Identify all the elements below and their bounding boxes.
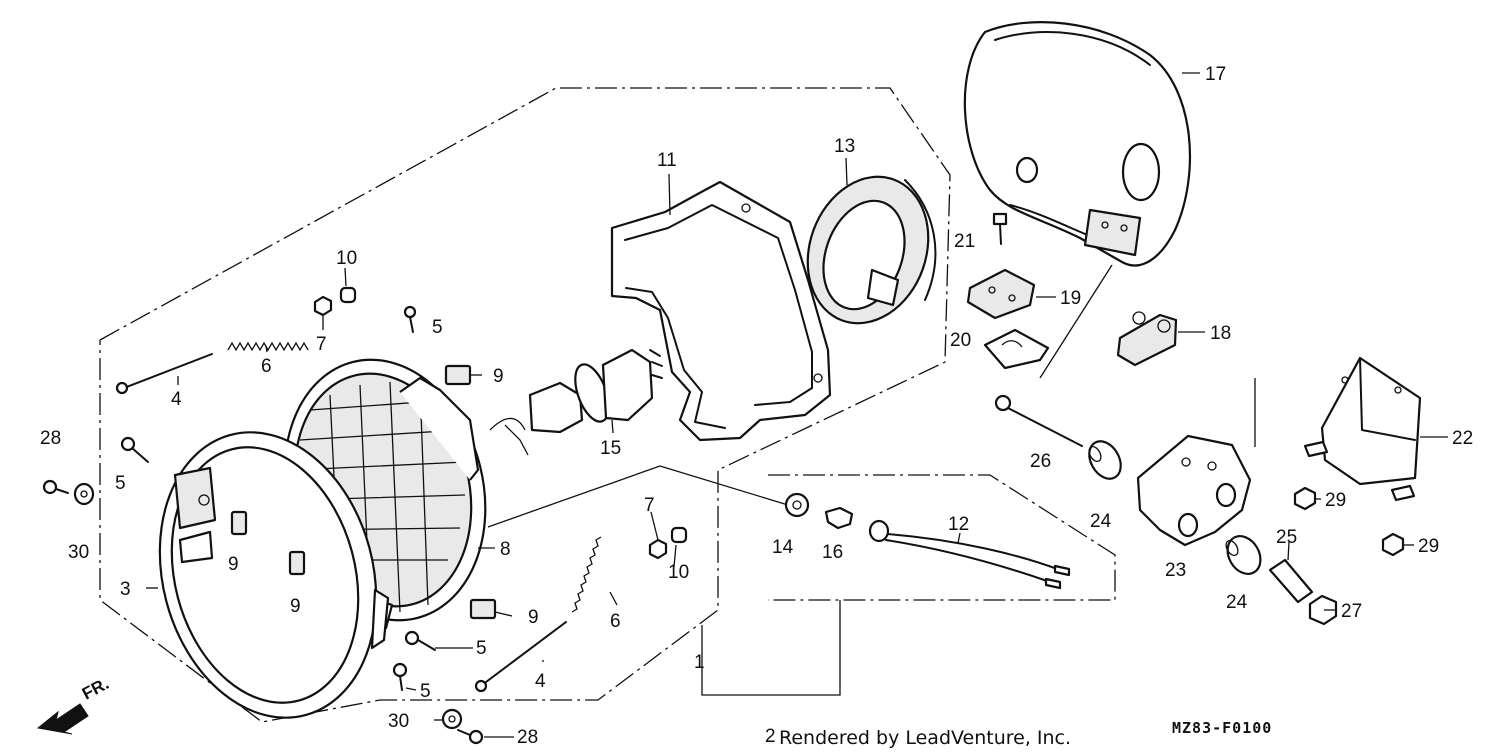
callout-12: 12 [948,514,969,535]
callout-6-lower: 6 [610,611,621,632]
callout-27: 27 [1341,601,1362,622]
nut-lower [648,538,668,560]
headlight-mount [1303,356,1422,502]
callout-3: 3 [120,579,131,600]
washer-left [73,482,95,506]
callout-23: 23 [1165,560,1186,581]
clip-lower [469,598,497,620]
callout-22: 22 [1452,428,1473,449]
callout-30-left: 30 [68,542,89,563]
bolt-bottom [457,729,484,745]
position-light-socket [868,519,1071,590]
callout-2: 2 [765,726,776,747]
callout-10-upper: 10 [336,248,357,269]
callout-4-lower: 4 [535,671,546,692]
case-rubber [983,328,1050,370]
callout-10-lower: 10 [668,562,689,583]
callout-21: 21 [954,231,975,252]
credit-text: Rendered by LeadVenture, Inc. [779,727,1071,749]
callout-1: 1 [694,652,705,673]
adjust-screw-upper [115,353,213,395]
case-bolt [992,212,1008,245]
callout-5-left: 5 [115,473,126,494]
cap-nut [1308,594,1338,626]
callout-15: 15 [600,438,621,459]
callout-7-upper: 7 [316,334,327,355]
callout-19: 19 [1060,288,1081,309]
callout-11: 11 [657,150,677,171]
front-label: FR. [79,674,112,704]
diagram-code: MZ83-F0100 [1172,719,1272,737]
callout-14: 14 [772,537,794,558]
callout-18: 18 [1210,323,1231,344]
clip-rim-right [288,550,306,576]
callout-16: 16 [822,542,843,563]
callout-29-lower: 29 [1418,536,1439,557]
leader-lines [146,72,1448,738]
case-plate [966,268,1036,320]
callout-5-lower-b: 5 [420,681,431,702]
callout-6-upper: 6 [261,356,272,377]
headlight-rim [158,431,390,719]
callout-5-upper: 5 [432,317,443,338]
callout-13: 13 [834,136,855,157]
clip-rim-left [230,510,248,536]
front-direction-arrow: FR. [36,674,112,735]
callout-9-rim-left: 9 [228,554,239,575]
callout-9-upper: 9 [493,366,504,387]
callout-4-upper: 4 [171,389,182,410]
callout-28-bottom: 28 [517,727,538,748]
nut-upper [313,295,333,317]
screw-lower-b [392,662,408,691]
callout-5-lower-a: 5 [476,638,487,659]
headlight-stay [1136,434,1252,547]
washer-bottom [441,708,463,730]
headlight-bracket [610,180,832,442]
callout-labels: 17 11 13 21 19 18 20 22 26 24 29 29 25 2… [40,64,1473,748]
mount-nut-upper [1293,486,1317,511]
callout-24-upper: 24 [1090,511,1112,532]
spring-lower [571,536,602,613]
screw-upper [403,305,417,333]
callout-9-lower: 9 [528,607,539,628]
collar-lower-right [1225,535,1262,575]
bolt-left [42,479,69,495]
rubber-boot [806,175,937,325]
callout-26: 26 [1030,451,1051,472]
callout-24-lower: 24 [1226,592,1248,613]
screw-left [120,436,149,463]
collar-upper-right [1088,440,1122,480]
callout-20: 20 [950,330,971,351]
grommet [784,492,810,518]
assembly-boundary [99,87,1256,723]
screw-lower-a [404,630,436,651]
clip-upper [444,364,472,386]
position-bulb [824,506,854,530]
mount-nut-lower [1381,532,1405,557]
spacer-collar [1268,558,1314,604]
callout-30-bottom: 30 [388,711,409,732]
collar-lower [670,526,688,544]
case-mount-rubber [1116,311,1178,367]
headlight-bulb [489,348,663,456]
headlight-case [963,21,1192,267]
callout-9-rim-right: 9 [290,596,301,617]
callout-17: 17 [1205,64,1226,85]
callout-8: 8 [500,539,511,560]
callout-25: 25 [1276,527,1297,548]
callout-28-left: 28 [40,428,61,449]
spring-upper [227,341,309,352]
stay-bolt [994,394,1083,447]
adjust-screw-lower [474,621,567,693]
callout-7-lower: 7 [644,495,655,516]
collar-upper [339,286,357,304]
callout-29-upper: 29 [1325,490,1346,511]
